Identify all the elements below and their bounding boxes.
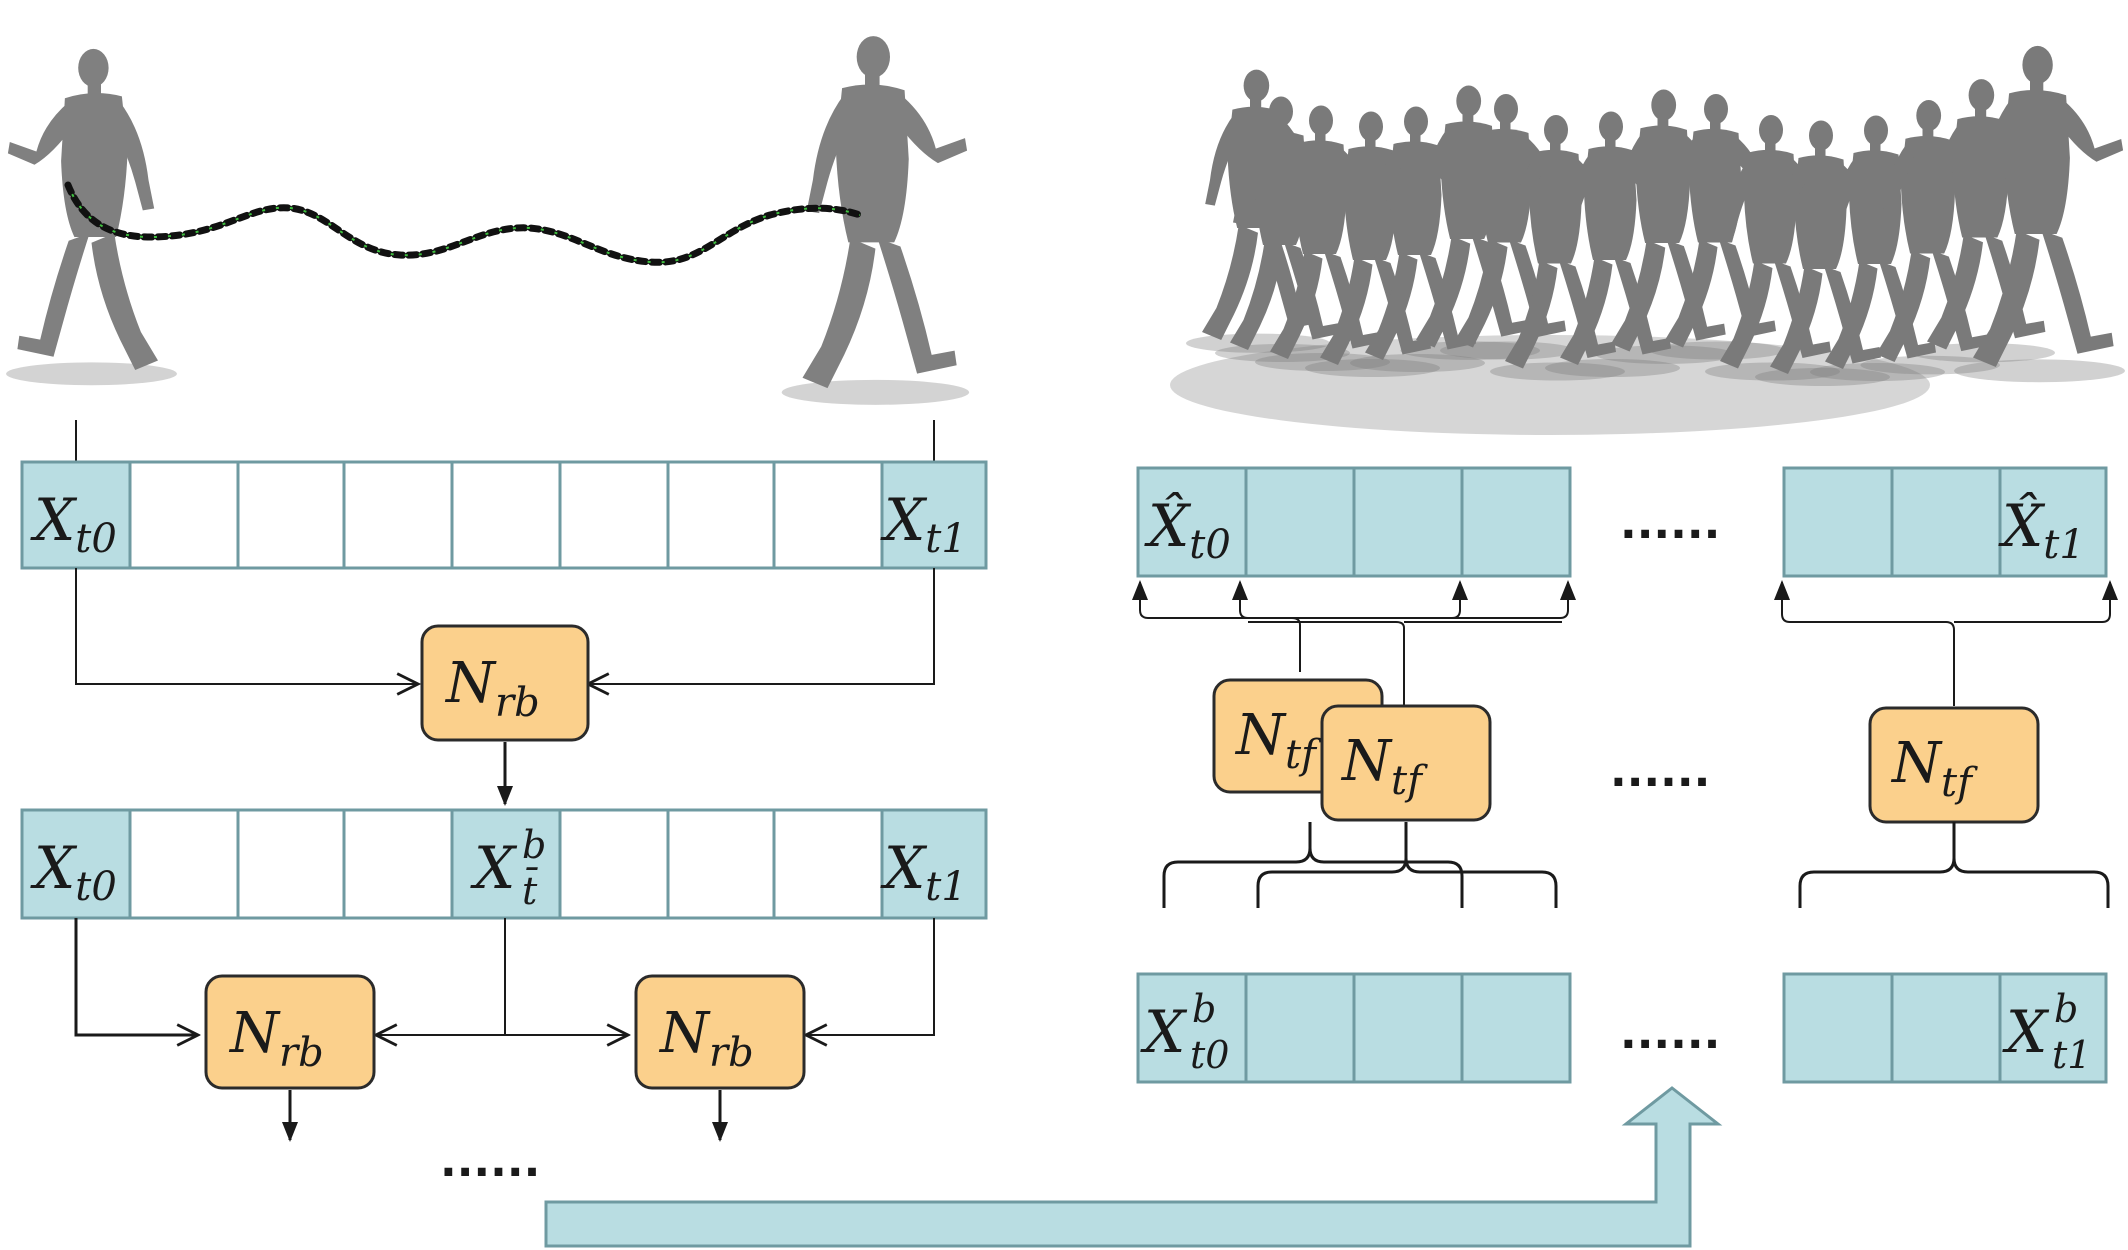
transformer-net-right: Ntf [1868, 706, 2040, 824]
keyframe-end-label: Xt1 [880, 486, 967, 562]
interpolated-output-row: X̂t0 X̂t1 ...... [1136, 466, 2108, 578]
output-start-label: X̂t0 [1144, 491, 1231, 568]
bisection-keyframe-row: X b t0 X b t1 ...... [1136, 972, 2108, 1084]
recursive-bisection-net-top: Nrb [420, 624, 590, 742]
generated-motion-crowd [1170, 45, 2125, 435]
keyframe-b-end-sup: b [2054, 987, 2078, 1031]
bisected-midframe-sup: b [522, 823, 546, 867]
svg-text:Nrb: Nrb [228, 1001, 324, 1076]
keyframe-sequence-row: Xt0 Xt1 [20, 460, 988, 570]
recursive-bisection-net-right: Nrb [634, 974, 806, 1090]
right-panel: X̂t0 X̂t1 ...... Ntf Ntf [1132, 45, 2125, 1084]
input-window-brackets [1162, 822, 2110, 908]
svg-text:Ntf: Ntf [1890, 731, 1978, 806]
recursion-ellipsis: ...... [440, 1136, 540, 1187]
bisected-midframe-label: X [470, 834, 518, 902]
root-trajectory-path [64, 181, 864, 266]
bisected-start-label: Xt0 [30, 834, 117, 910]
net-right-outputs [1774, 580, 2118, 706]
svg-text:Nrb: Nrb [444, 651, 540, 726]
keyframe-start-label: Xt0 [30, 486, 117, 562]
bisected-midframe-sub: t̄ [522, 868, 539, 913]
keyframe-row-ellipsis: ...... [1620, 1008, 1720, 1059]
end-pose-figure [781, 36, 970, 405]
flow-arrow-left-to-right [544, 1086, 1723, 1248]
svg-text:Ntf: Ntf [1234, 703, 1322, 778]
left-panel: Xt0 Xt1 Nrb Xt0 [6, 36, 988, 1187]
bisected-end-label: Xt1 [880, 834, 967, 910]
output-row-ellipsis: ...... [1620, 498, 1720, 549]
edge-start-to-left-net [74, 918, 198, 1035]
root-trajectory-accent [67, 184, 861, 264]
edge-start-to-net [75, 568, 418, 684]
net-group-left-outputs [1132, 580, 1576, 710]
transformer-net-front: Ntf [1320, 704, 1492, 822]
keyframe-b-start-sub: t0 [1190, 1033, 1229, 1077]
output-end-label: X̂t1 [1998, 491, 2085, 568]
keyframe-b-start-sup: b [1192, 987, 1216, 1031]
bisected-sequence-row: Xt0 X b t̄ Xt1 [20, 808, 988, 920]
recursive-bisection-net-left: Nrb [204, 974, 376, 1090]
keyframe-b-end-sub: t1 [2052, 1033, 2091, 1077]
keyframe-b-end-base: X [2002, 998, 2050, 1066]
keyframe-b-start-base: X [1140, 998, 1188, 1066]
edge-end-to-net [588, 568, 935, 684]
svg-text:Nrb: Nrb [658, 1001, 754, 1076]
net-row-ellipsis: ...... [1610, 746, 1710, 797]
edge-end-to-right-net [806, 918, 935, 1035]
